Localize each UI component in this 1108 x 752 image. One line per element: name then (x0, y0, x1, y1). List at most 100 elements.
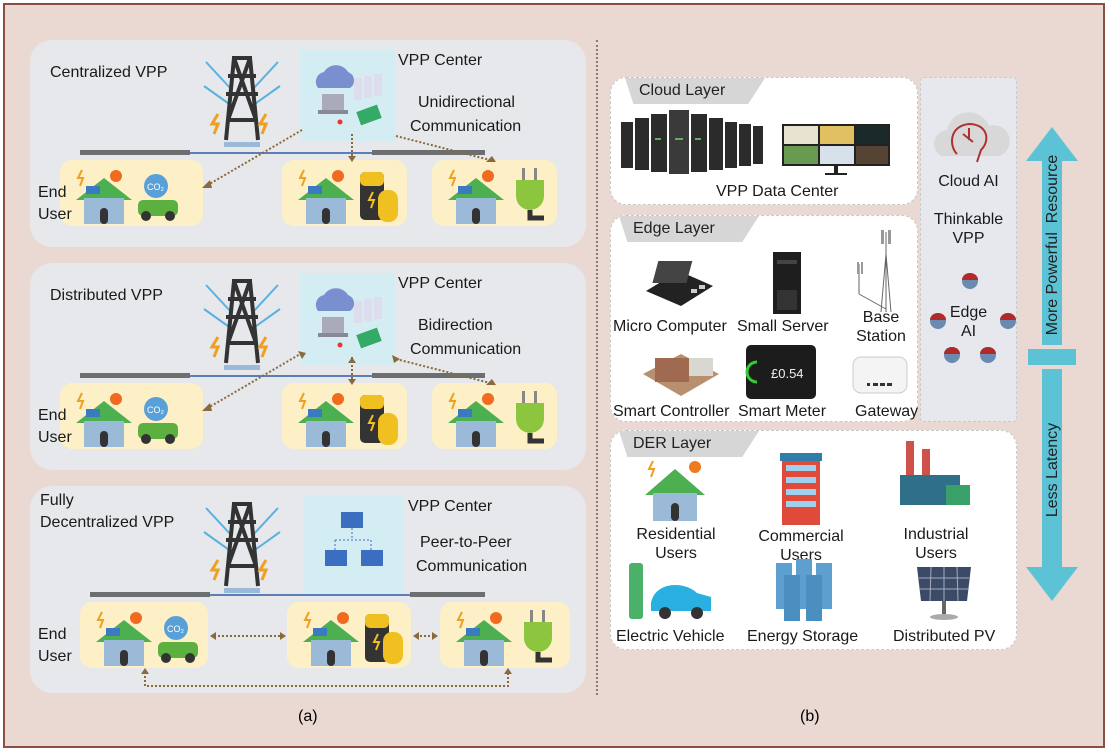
thinkable-line: Thinkable (933, 211, 1004, 228)
vpp-center-label: VPP Center (408, 498, 493, 515)
solar-house-icon (298, 169, 354, 224)
user-line: User (38, 429, 72, 446)
residential-house-icon (645, 460, 705, 521)
cloud-layer: Cloud Layer VPP Data Center (610, 77, 918, 205)
bus-bar (80, 373, 190, 378)
device-label: Gateway (855, 403, 919, 420)
vpp-center-label: VPP Center (398, 52, 483, 69)
comm-label: Unidirectional (418, 94, 515, 111)
co2-car-icon: CO₂ (158, 616, 198, 663)
user-line: User (38, 648, 72, 665)
smart-controller-icon (643, 354, 719, 396)
less-latency-label: Less Latency (1044, 422, 1061, 518)
bus-bar (410, 592, 485, 597)
user-box (60, 383, 203, 449)
battery-icon (360, 395, 398, 445)
cloud-layer-tab: Cloud Layer (625, 78, 765, 104)
electric-vehicle-icon (629, 563, 711, 619)
bus-bar (372, 150, 485, 155)
bus-bar (372, 373, 485, 378)
solar-house-icon (448, 392, 504, 447)
solar-house-icon (303, 611, 359, 666)
der-label: Electric Vehicle (616, 628, 725, 645)
co2-car-icon: CO₂ (138, 397, 178, 444)
comm-label: Bidirection (418, 317, 493, 334)
monitor-wall-icon (782, 124, 890, 175)
der-label: Residential Users (636, 526, 716, 562)
co2-car-icon: CO₂ (138, 174, 178, 221)
communication-arrows (141, 632, 512, 687)
communication-arrows (202, 129, 496, 188)
double-arrow (1026, 127, 1078, 601)
vpp-center-box (300, 50, 395, 142)
edge-layer-tab: Edge Layer (619, 216, 759, 242)
der-layer-tab: DER Layer (619, 431, 759, 457)
gateway-icon (852, 356, 908, 394)
edge-brain-icon (930, 313, 946, 329)
device-label: Smart Controller (613, 403, 730, 420)
der-label: Distributed PV (893, 628, 996, 645)
meter-readout: £0.54 (771, 366, 804, 381)
user-line: User (38, 206, 72, 223)
industrial-factory-icon (900, 441, 970, 505)
plug-icon (524, 610, 552, 663)
base-station-icon (857, 230, 892, 313)
der-layer: DER Layer Residential Users Commercial U… (610, 430, 1017, 650)
title-line: Fully (40, 492, 74, 509)
arrow-up-head (1026, 127, 1078, 345)
svg-text:CO₂: CO₂ (167, 624, 185, 634)
edge-brain-icon (944, 347, 960, 363)
device-label: Smart Meter (738, 403, 827, 420)
bus-bar (80, 150, 190, 155)
caption-b: (b) (800, 708, 820, 725)
bus-bar (90, 592, 210, 597)
svg-text:CO₂: CO₂ (147, 405, 165, 415)
ai-line: AI (960, 323, 977, 340)
edge-brain-icon (1000, 313, 1016, 329)
micro-computer-icon (646, 261, 713, 306)
cloud-computing-icon (315, 288, 382, 349)
device-label: Base Station (856, 309, 906, 345)
solar-house-icon (76, 392, 132, 447)
end-line: End (38, 407, 67, 424)
vpp-center-label: VPP Center (398, 275, 483, 292)
energy-storage-icon (776, 559, 832, 621)
der-label: Industrial Users (903, 526, 969, 562)
vpp-center-box (300, 273, 395, 365)
user-box (60, 160, 203, 226)
comm-label: Communication (410, 341, 522, 358)
vpp-center-box (303, 496, 403, 596)
transmission-tower-icon (203, 502, 281, 593)
transmission-tower-icon (203, 56, 281, 147)
arrow-down-head (1026, 369, 1078, 601)
cloud-ai-label: Cloud AI (938, 173, 999, 190)
title-line: Decentralized VPP (40, 514, 175, 531)
battery-icon (365, 614, 403, 664)
device-label: Small Server (737, 318, 829, 335)
small-server-icon (773, 252, 801, 314)
solar-house-icon (76, 169, 132, 224)
plug-icon (516, 168, 544, 221)
solar-house-icon (298, 392, 354, 447)
solar-house-icon (448, 169, 504, 224)
power-line (190, 375, 372, 377)
smart-meter-icon: £0.54 (745, 345, 816, 399)
divider (596, 40, 598, 695)
communication-arrows (202, 351, 496, 411)
caption-a: (a) (298, 708, 318, 725)
comm-label: Peer-to-Peer (420, 534, 512, 551)
edge-brain-icon (980, 347, 996, 363)
solar-panel-icon (917, 566, 971, 620)
vpp-data-center-label: VPP Data Center (716, 183, 839, 200)
vpp-line: VPP (952, 230, 985, 247)
solar-house-icon (456, 611, 512, 666)
